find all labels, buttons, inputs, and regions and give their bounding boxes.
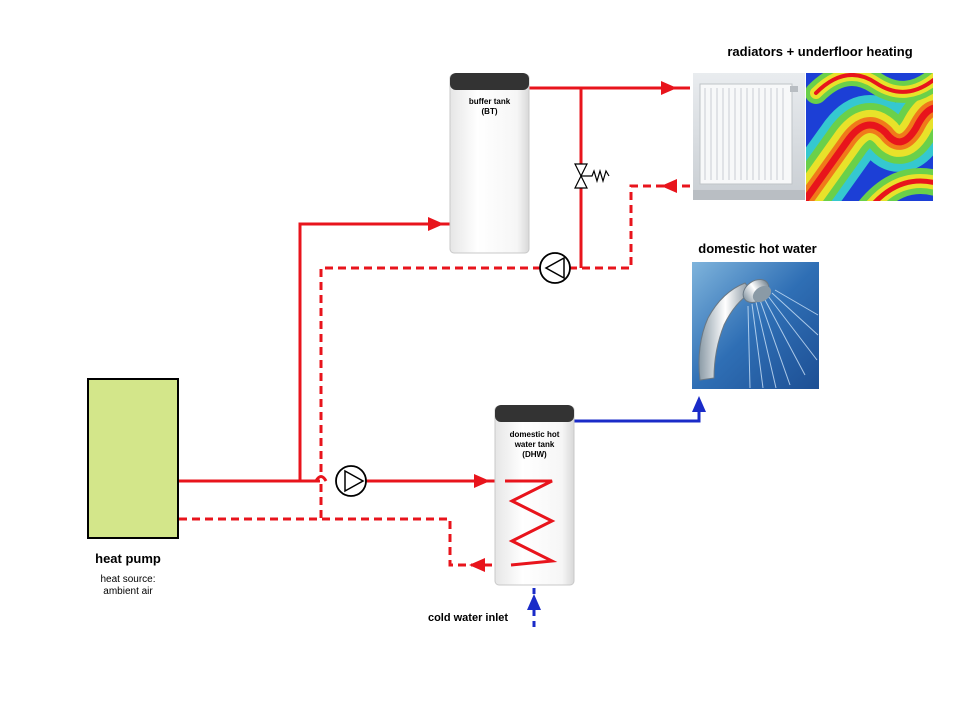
radiators-title: radiators + underfloor heating — [727, 44, 913, 59]
underfloor-heating-icon — [806, 73, 933, 201]
arrow-to-dhw-coil — [474, 474, 490, 488]
pump-icon — [539, 252, 571, 284]
dhw-tank-lid — [495, 405, 574, 422]
buffer-tank-label-line1: buffer tank — [468, 97, 511, 106]
buffer-tank-lid — [450, 73, 529, 90]
buffer-tank-label-line2: (BT) — [481, 107, 498, 116]
valve-icon — [574, 163, 610, 189]
heat-source-line1: heat source: — [100, 574, 156, 585]
arrow-to-buffer — [428, 217, 444, 231]
heat-pump-unit — [87, 378, 179, 539]
buffer-tank — [449, 73, 530, 254]
dhw-title: domestic hot water — [698, 241, 817, 256]
arrow-cold-inlet — [527, 594, 541, 610]
heat-pump-title: heat pump — [95, 551, 161, 566]
pipe-crossing — [314, 475, 328, 482]
arrow-to-radiators — [661, 81, 677, 95]
pump-icon — [335, 465, 367, 497]
arrow-return-dhw — [469, 558, 485, 572]
flow-arrows — [428, 81, 677, 572]
cold-flow-arrows — [527, 396, 706, 610]
dhw-tank-label-line1: domestic hot — [509, 430, 560, 439]
dhw-tank-label-line3: (DHW) — [522, 450, 547, 459]
radiator-icon — [693, 73, 805, 200]
return-pipes — [179, 184, 690, 567]
dhw-tank-label-line2: water tank — [514, 440, 555, 449]
heat-source-line2: ambient air — [103, 586, 153, 597]
cold-water-inlet-label: cold water inlet — [427, 612, 509, 624]
shower-head-icon — [692, 262, 819, 389]
arrow-return-radiators — [661, 179, 677, 193]
dhw-tank — [494, 405, 575, 586]
dhw-heating-coil — [505, 479, 558, 567]
arrow-to-shower — [692, 396, 706, 412]
